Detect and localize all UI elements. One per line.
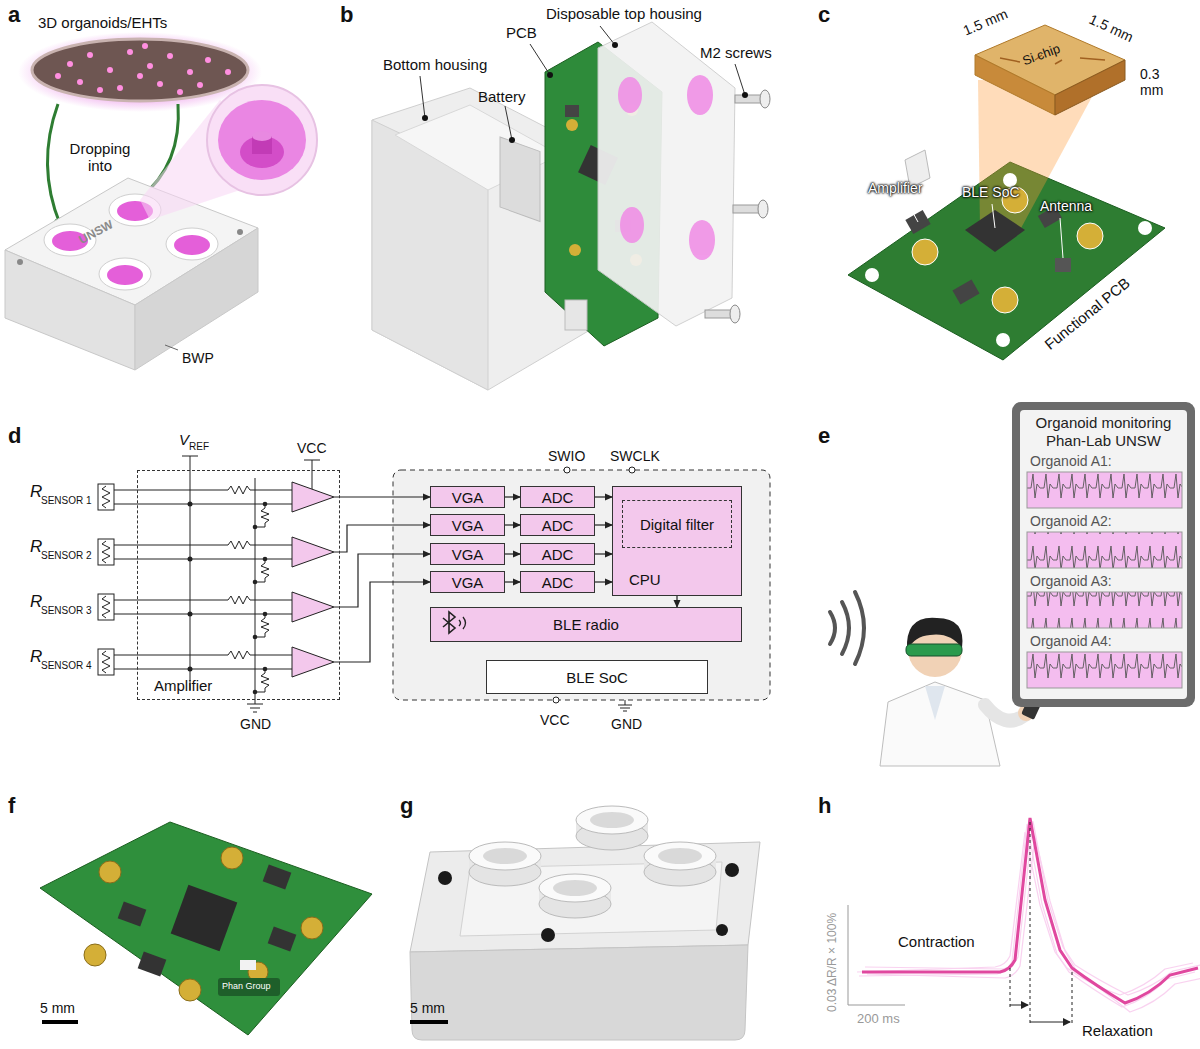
dimension: 1.5 mm <box>961 6 1010 39</box>
part-label: Antenna <box>1040 198 1092 214</box>
node-text: Digital filter <box>640 516 714 533</box>
node-text: VGA <box>452 489 484 506</box>
part-label: M2 screws <box>700 44 772 61</box>
vga-block: VGA <box>430 571 505 593</box>
signal-subscript: REF <box>189 441 209 453</box>
signal-wire <box>595 524 612 525</box>
signal-wire <box>340 554 430 607</box>
part-label: Dropping into <box>62 140 138 175</box>
signal-wire <box>505 496 520 497</box>
node-text: Organoid A4: <box>1030 633 1112 650</box>
signal-wire <box>505 524 520 525</box>
scale-label: 5 mm <box>40 1000 75 1016</box>
panel-letter: h <box>818 793 831 818</box>
pin-name: GND <box>611 716 642 732</box>
node-text: Organoid A3: <box>1030 573 1112 590</box>
signal-name: V <box>179 431 189 448</box>
phase-label: Contraction <box>898 933 975 950</box>
pin-name: VCC <box>297 440 327 456</box>
signal-wire <box>340 525 430 552</box>
signal-wire <box>595 581 612 582</box>
vga-block: VGA <box>430 514 505 536</box>
adc-block: ADC <box>520 486 595 508</box>
sensor-subscript: SENSOR 2 <box>41 550 92 562</box>
phone-screen: Organoid monitoring Phan-Lab UNSW Organoi… <box>1020 410 1187 699</box>
node-text: VGA <box>452 546 484 563</box>
node-text: BLE radio <box>553 616 619 633</box>
part-label: Battery <box>478 88 526 105</box>
signal-wire <box>595 553 612 554</box>
part-label: Amplifier <box>868 180 922 196</box>
amplifier-block: Amplifier <box>137 470 340 700</box>
panel-letter: g <box>400 793 413 818</box>
sensor-name: R <box>30 482 42 502</box>
pin-name: GND <box>240 716 271 732</box>
panel-letter: e <box>818 423 830 448</box>
node-text: ADC <box>542 574 574 591</box>
pin-name: SWCLK <box>610 448 660 464</box>
filter-block: Digital filter <box>622 500 732 548</box>
node-text: VGA <box>452 574 484 591</box>
pin-name: SWIO <box>548 448 585 464</box>
pin-name: VCC <box>540 712 570 728</box>
sensor-subscript: SENSOR 1 <box>41 495 92 507</box>
adc-block: ADC <box>520 514 595 536</box>
part-label: Disposable top housing <box>546 5 702 22</box>
panel-letter: a <box>8 2 20 27</box>
dimension: 1.5 mm <box>1087 11 1136 45</box>
part-label: PCB <box>506 24 537 41</box>
node-text: ADC <box>542 517 574 534</box>
node-text: ADC <box>542 489 574 506</box>
vga-block: VGA <box>430 543 505 565</box>
cpu-block: CPU Digital filter <box>612 486 742 596</box>
radio-block: BLE radio <box>430 607 742 642</box>
part-label: 3D organoids/EHTs <box>38 14 167 31</box>
adc-block: ADC <box>520 571 595 593</box>
part-label: Bottom housing <box>383 56 487 73</box>
sensor-name: R <box>30 647 42 667</box>
axis-label: 0.03 ΔR/R × 100% <box>826 913 840 1012</box>
node-text: Organoid A2: <box>1030 513 1112 530</box>
phase-label: Relaxation <box>1082 1022 1153 1039</box>
signal-wire <box>505 553 520 554</box>
node-text: Organoid monitoring Phan-Lab UNSW <box>1024 414 1183 450</box>
adc-block: ADC <box>520 543 595 565</box>
vga-block: VGA <box>430 486 505 508</box>
node-text: CPU <box>629 571 661 589</box>
signal-wire <box>340 496 430 497</box>
scale-label: 5 mm <box>410 1000 445 1016</box>
part-label: BWP <box>182 350 214 366</box>
axis-label: 200 ms <box>857 1012 900 1027</box>
dimension: 0.3 mm <box>1140 66 1174 98</box>
panel-letter: c <box>818 2 830 27</box>
board-print: Phan Group <box>222 981 271 991</box>
sensor-subscript: SENSOR 3 <box>41 605 92 617</box>
panel-letter: f <box>8 793 15 818</box>
sensor-subscript: SENSOR 4 <box>41 660 92 672</box>
soc-block: BLE SoC <box>486 660 708 694</box>
node-text: BLE SoC <box>566 669 628 686</box>
part-label: BLE SoC <box>962 184 1020 200</box>
node-text: VGA <box>452 517 484 534</box>
panel-letter: b <box>340 2 353 27</box>
sensor-name: R <box>30 592 42 612</box>
sensor-name: R <box>30 537 42 557</box>
node-text: ADC <box>542 546 574 563</box>
node-text: Amplifier <box>154 677 212 695</box>
signal-wire <box>340 582 430 662</box>
signal-wire <box>505 581 520 582</box>
node-text: Organoid A1: <box>1030 453 1112 470</box>
signal-wire <box>595 496 612 497</box>
panel-letter: d <box>8 423 21 448</box>
